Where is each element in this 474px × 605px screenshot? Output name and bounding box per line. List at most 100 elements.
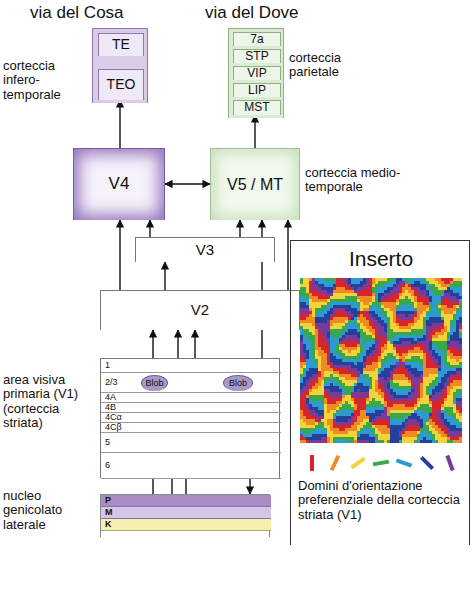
map-cell — [447, 320, 450, 323]
map-cell — [390, 314, 393, 317]
map-cell — [303, 314, 306, 317]
map-cell — [402, 302, 405, 305]
map-cell — [381, 347, 384, 350]
map-cell — [381, 326, 384, 329]
map-cell — [372, 359, 375, 362]
map-cell — [450, 329, 453, 332]
map-cell — [345, 335, 348, 338]
map-cell — [417, 308, 420, 311]
map-cell — [378, 332, 381, 335]
map-cell — [348, 365, 351, 368]
map-cell — [318, 320, 321, 323]
map-cell — [366, 323, 369, 326]
map-cell — [438, 344, 441, 347]
map-cell — [423, 359, 426, 362]
map-cell — [339, 365, 342, 368]
map-cell — [435, 296, 438, 299]
map-cell — [444, 299, 447, 302]
map-cell — [384, 302, 387, 305]
map-cell — [444, 365, 447, 368]
map-cell — [300, 344, 303, 347]
map-cell — [369, 305, 372, 308]
map-cell — [435, 368, 438, 371]
map-cell — [405, 305, 408, 308]
map-cell — [342, 329, 345, 332]
map-cell — [405, 287, 408, 290]
map-cell — [375, 380, 378, 383]
map-cell — [459, 314, 462, 317]
map-cell — [315, 353, 318, 356]
map-cell — [399, 311, 402, 314]
map-cell — [342, 338, 345, 341]
map-cell — [321, 317, 324, 320]
map-cell — [384, 299, 387, 302]
map-cell — [333, 287, 336, 290]
map-cell — [378, 368, 381, 371]
map-cell — [417, 359, 420, 362]
map-cell — [336, 299, 339, 302]
map-cell — [300, 371, 303, 374]
map-cell — [348, 380, 351, 383]
map-cell — [444, 335, 447, 338]
map-cell — [315, 326, 318, 329]
map-cell — [366, 350, 369, 353]
map-cell — [396, 317, 399, 320]
map-cell — [336, 290, 339, 293]
map-cell — [423, 323, 426, 326]
map-cell — [420, 380, 423, 383]
map-cell — [441, 368, 444, 371]
map-cell — [435, 320, 438, 323]
map-cell — [408, 302, 411, 305]
map-cell — [312, 335, 315, 338]
map-cell — [414, 356, 417, 359]
map-cell — [393, 299, 396, 302]
map-cell — [372, 362, 375, 365]
map-cell — [315, 383, 318, 386]
map-cell — [309, 362, 312, 365]
map-cell — [306, 299, 309, 302]
map-cell — [345, 320, 348, 323]
map-cell — [435, 347, 438, 350]
map-cell — [438, 356, 441, 359]
map-cell — [387, 305, 390, 308]
map-cell — [312, 341, 315, 344]
map-cell — [387, 317, 390, 320]
map-cell — [330, 296, 333, 299]
map-cell — [327, 308, 330, 311]
map-cell — [303, 323, 306, 326]
map-cell — [447, 290, 450, 293]
map-cell — [324, 356, 327, 359]
map-cell — [369, 329, 372, 332]
map-cell — [414, 305, 417, 308]
map-cell — [303, 371, 306, 374]
map-cell — [375, 320, 378, 323]
map-cell — [345, 350, 348, 353]
map-cell — [396, 293, 399, 296]
map-cell — [426, 332, 429, 335]
map-cell — [333, 296, 336, 299]
map-cell — [315, 290, 318, 293]
map-cell — [321, 368, 324, 371]
map-cell — [405, 380, 408, 383]
map-cell — [375, 383, 378, 386]
map-cell — [363, 329, 366, 332]
map-cell — [450, 317, 453, 320]
map-cell — [435, 299, 438, 302]
map-cell — [402, 380, 405, 383]
map-cell — [339, 305, 342, 308]
map-cell — [441, 302, 444, 305]
map-cell — [381, 362, 384, 365]
map-cell — [312, 296, 315, 299]
map-cell — [300, 365, 303, 368]
map-cell — [396, 356, 399, 359]
map-cell — [417, 374, 420, 377]
map-cell — [411, 305, 414, 308]
map-cell — [417, 287, 420, 290]
map-cell — [384, 308, 387, 311]
map-cell — [417, 326, 420, 329]
map-cell — [327, 290, 330, 293]
map-cell — [333, 305, 336, 308]
map-cell — [399, 383, 402, 386]
map-cell — [360, 356, 363, 359]
map-cell — [429, 386, 432, 389]
